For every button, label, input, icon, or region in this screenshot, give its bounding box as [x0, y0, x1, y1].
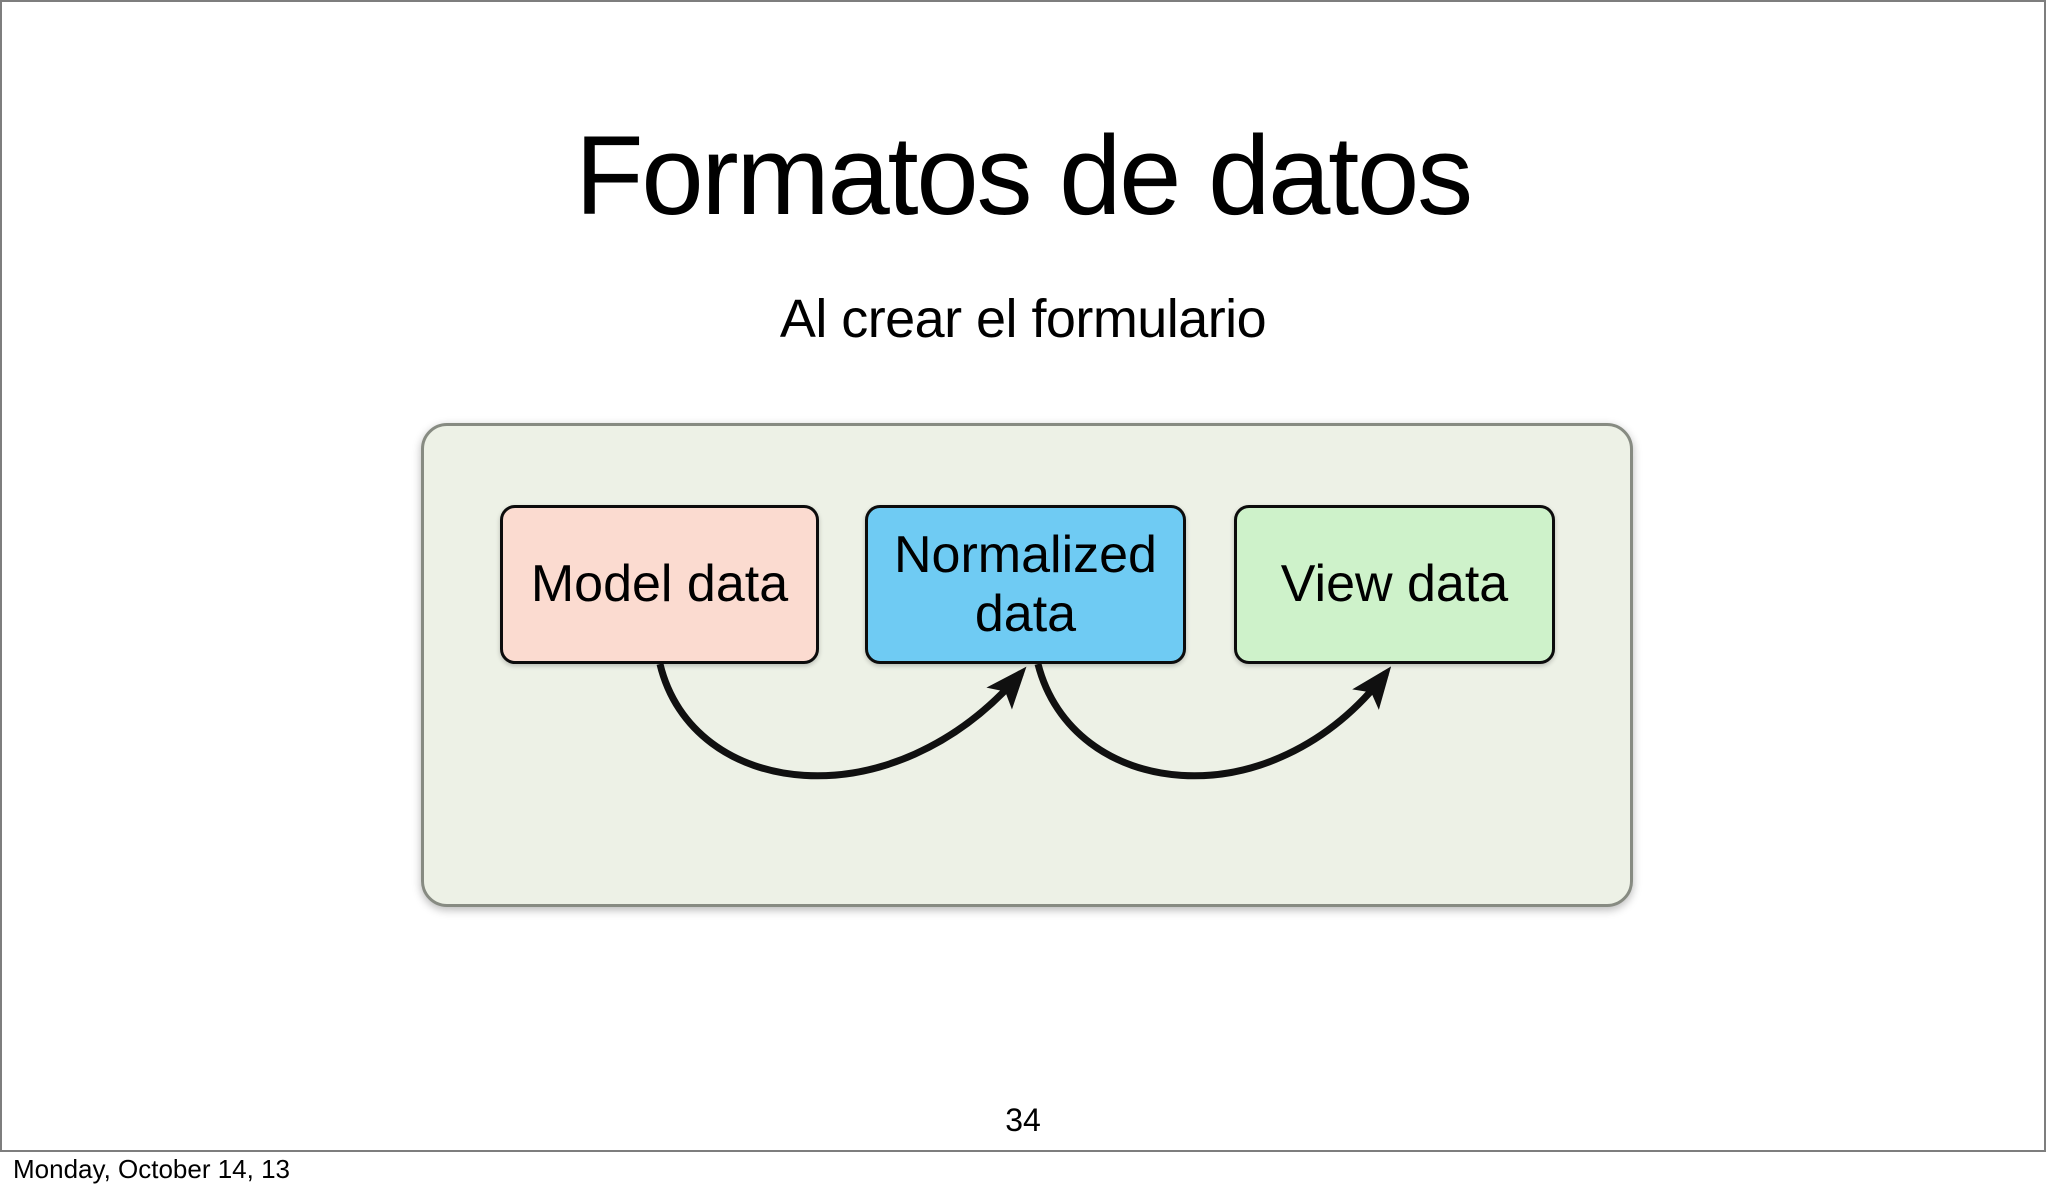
page-title: Formatos de datos	[575, 113, 1473, 238]
node-view-data: View data	[1234, 505, 1555, 664]
diagram-panel: Model data Normalized data View data	[421, 423, 1633, 907]
node-model-data-label: Model data	[530, 555, 789, 614]
node-normalized-data-label: Normalized data	[894, 526, 1157, 643]
node-view-data-label: View data	[1280, 555, 1509, 614]
arrow-normalized-to-view	[1034, 663, 1392, 780]
footer-date: Monday, October 14, 13	[13, 1154, 291, 1184]
page-number: 34	[1005, 1102, 1041, 1138]
node-normalized-data: Normalized data	[865, 505, 1186, 664]
node-model-data: Model data	[500, 505, 819, 664]
page-subtitle: Al crear el formulario	[779, 289, 1267, 349]
flow-arrows	[656, 663, 1392, 780]
arrow-model-to-normalized	[656, 663, 1027, 780]
slide: Formatos de datos Al crear el formulario…	[0, 0, 2046, 1152]
